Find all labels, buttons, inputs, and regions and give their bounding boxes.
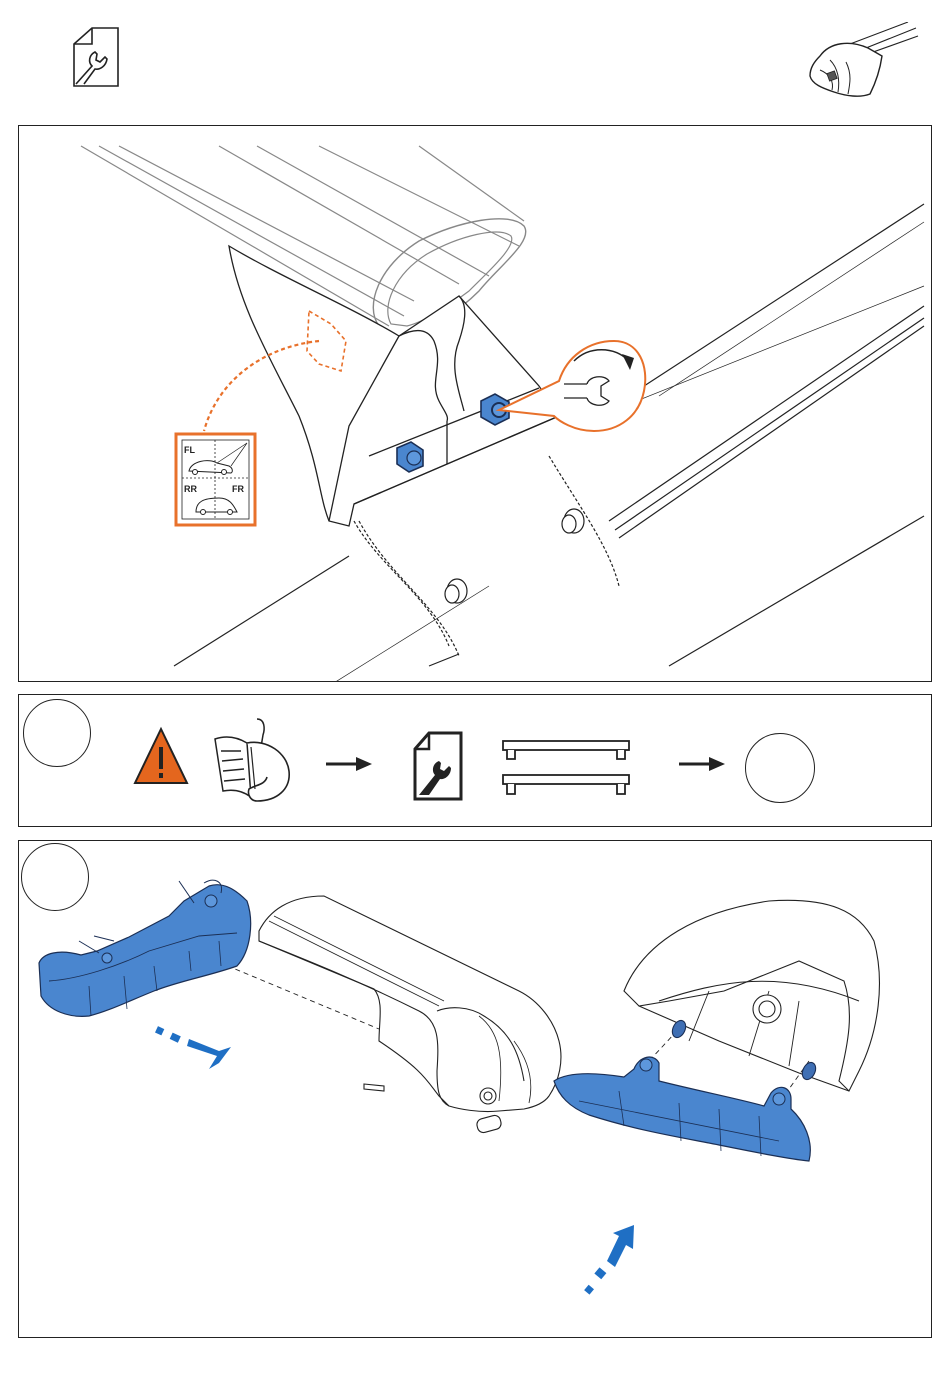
mounting-illustration: FL RR FR <box>80 145 925 681</box>
label-fr: FR <box>232 484 244 494</box>
warning-triangle-icon <box>133 726 189 784</box>
nut-left <box>396 441 424 473</box>
label-fl: FL <box>184 445 195 455</box>
insert-direction-arrow-left <box>155 1026 231 1069</box>
wrench-document-icon-filled <box>413 731 463 801</box>
blue-end-cap-right <box>553 1056 811 1162</box>
label-rr: RR <box>184 484 197 494</box>
position-label-sticker: FL RR FR <box>174 432 257 527</box>
wrench-document-icon <box>62 22 122 92</box>
step-circle-icon <box>745 733 815 803</box>
read-manual-icon <box>214 718 290 802</box>
roof-rack-foot-thumbnail <box>790 22 920 122</box>
foot-cover <box>258 895 562 1134</box>
wrench-rotate-callout <box>495 339 647 433</box>
roof-bars-pair-icon <box>502 740 630 795</box>
step-prep-panel <box>18 694 932 827</box>
arrow-right-icon-2 <box>679 757 725 771</box>
insert-direction-arrow-right <box>584 1225 634 1295</box>
arrow-right-icon <box>326 757 372 771</box>
blue-end-cap-left <box>38 879 252 1017</box>
mounting-detail-panel: FL RR FR <box>18 125 932 682</box>
step-number-circle <box>23 699 91 767</box>
end-cap-illustration <box>38 879 880 1295</box>
step-number-circle-3 <box>21 843 89 911</box>
end-cap-fitting-panel <box>18 840 932 1338</box>
foot-inner-view <box>623 899 880 1092</box>
